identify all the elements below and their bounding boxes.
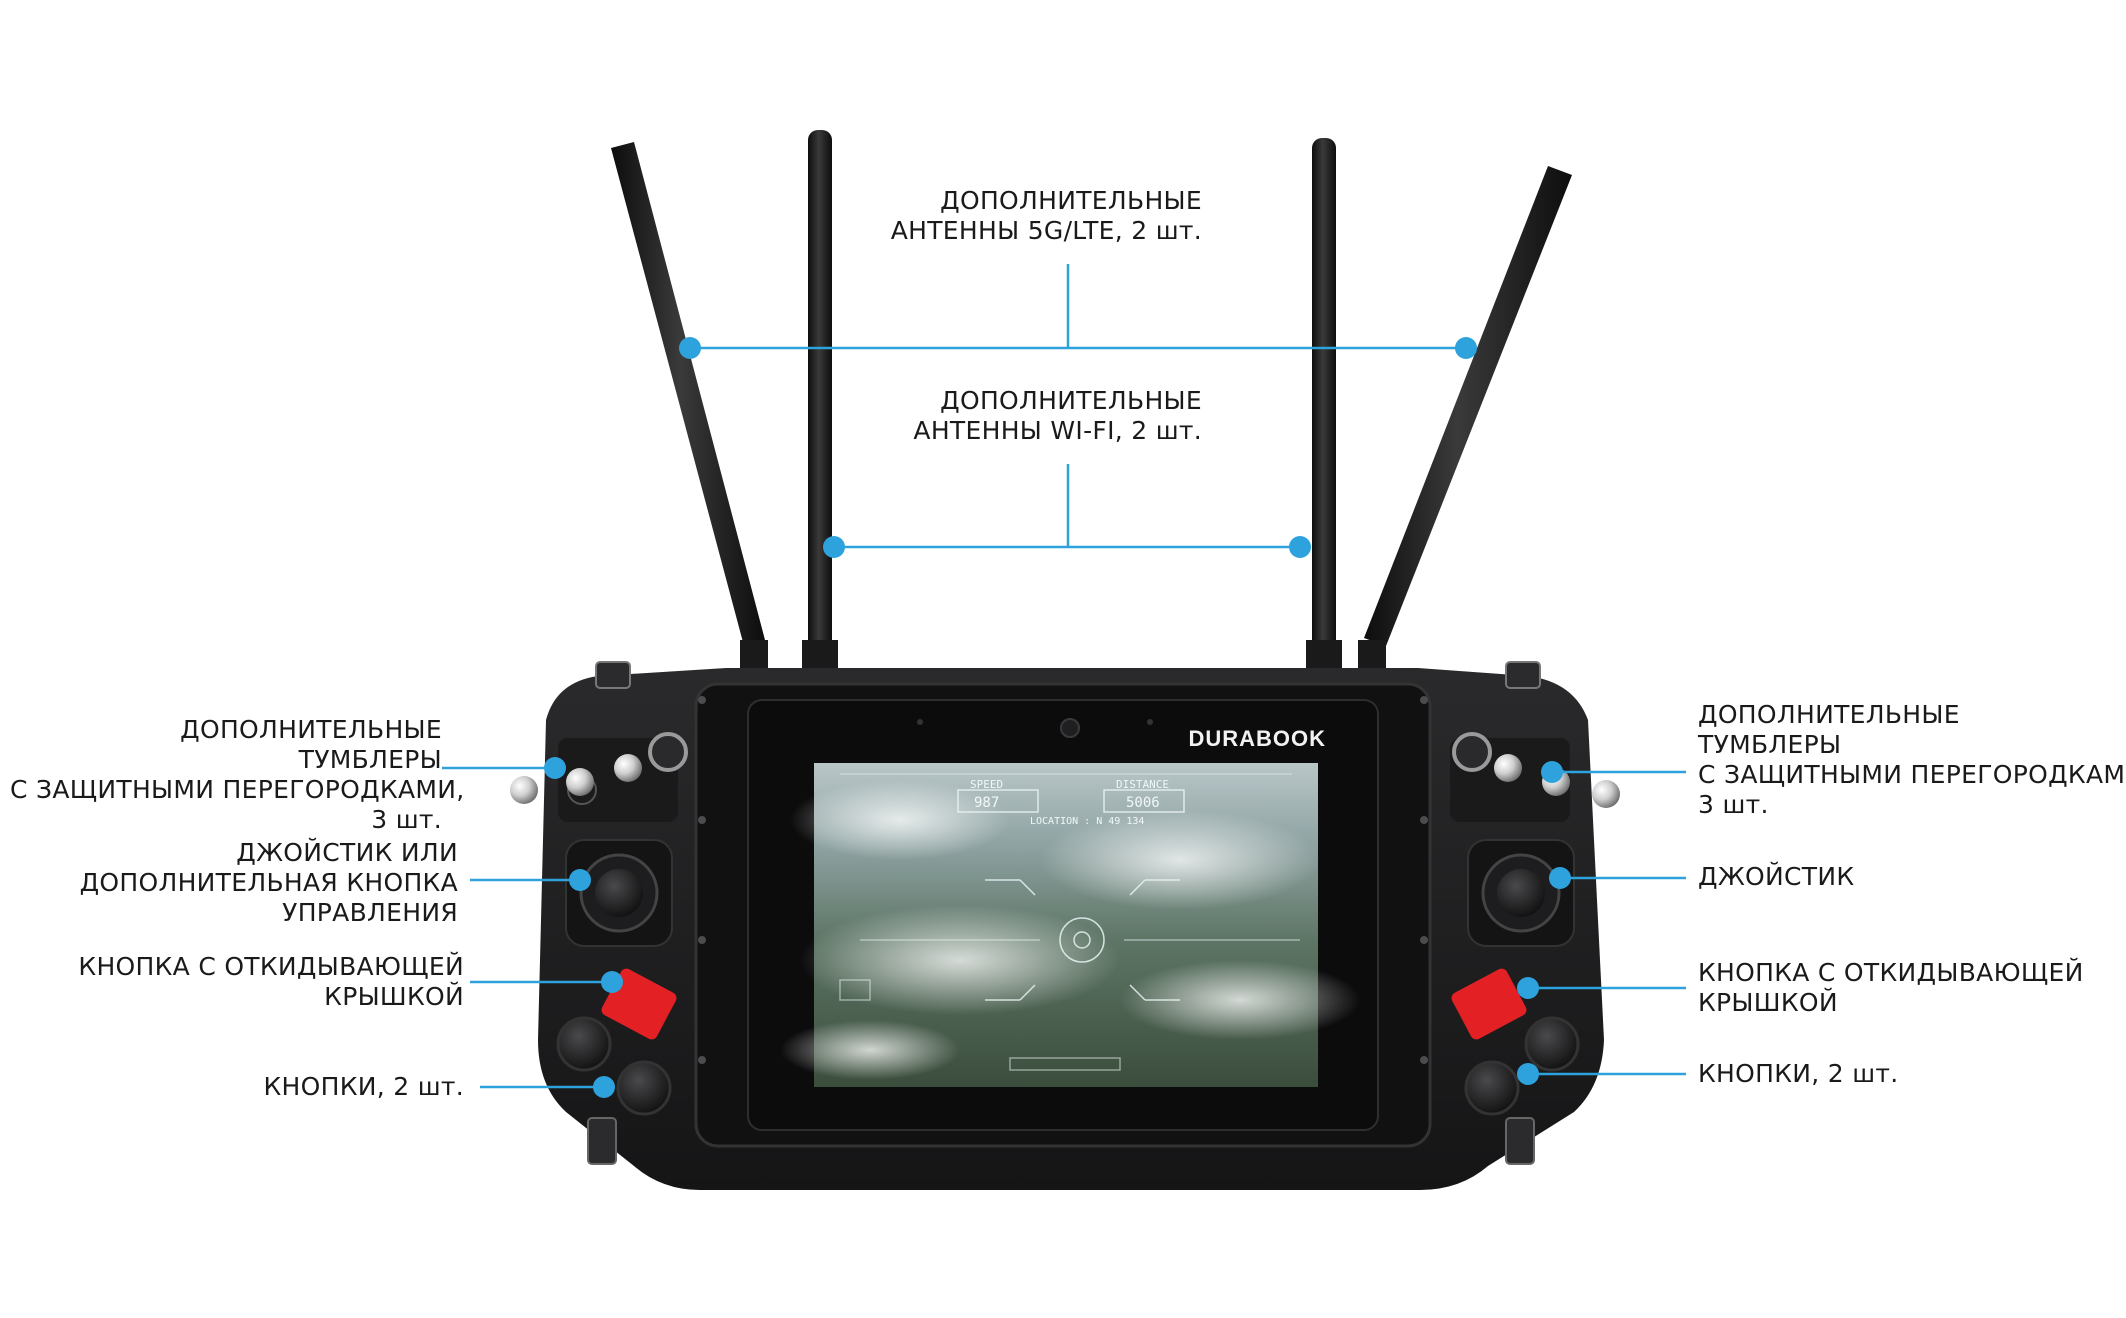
dot-right-joystick xyxy=(1549,867,1571,889)
left-toggle-switches xyxy=(510,732,688,822)
dot-antenna-5g-left xyxy=(679,337,701,359)
hud-speed-value: 987 xyxy=(974,795,999,811)
label-left-joystick: ДЖОЙСТИК ИЛИ ДОПОЛНИТЕЛЬНАЯ КНОПКА УПРАВ… xyxy=(79,838,458,927)
antenna-5g-left xyxy=(611,142,768,670)
hud-speed-label: SPEED xyxy=(970,778,1003,791)
dot-antenna-wifi-right xyxy=(1289,536,1311,558)
right-flip-cover-button[interactable] xyxy=(1449,966,1528,1041)
hud-distance-value: 5006 xyxy=(1126,795,1160,811)
right-push-buttons[interactable] xyxy=(1464,1016,1580,1116)
antenna-wifi-left xyxy=(802,130,838,670)
left-push-buttons[interactable] xyxy=(556,1016,672,1116)
callout-lines xyxy=(442,264,1686,1089)
dot-right-flip-button xyxy=(1517,977,1539,999)
dot-antenna-wifi-left xyxy=(823,536,845,558)
brand-logo: DURABOOK xyxy=(1188,726,1326,751)
label-left-buttons: КНОПКИ, 2 шт. xyxy=(263,1072,464,1101)
label-antennas-wifi: ДОПОЛНИТЕЛЬНЫЕ АНТЕННЫ WI-FI, 2 шт. xyxy=(913,386,1202,445)
dot-left-joystick xyxy=(569,869,591,891)
label-right-flip-button: КНОПКА С ОТКИДЫВАЮЩЕЙ КРЫШКОЙ xyxy=(1698,958,2084,1017)
callout-dots xyxy=(544,337,1571,1098)
dot-left-flip-button xyxy=(601,971,623,993)
label-right-toggles: ДОПОЛНИТЕЛЬНЫЕ ТУМБЛЕРЫ С ЗАЩИТНЫМИ ПЕРЕ… xyxy=(1698,700,2126,819)
hud-distance-label: DISTANCE xyxy=(1116,778,1169,791)
hud-location: LOCATION : N 49 134 xyxy=(1030,816,1144,827)
antenna-wifi-right xyxy=(1306,138,1342,670)
label-right-joystick: ДЖОЙСТИК xyxy=(1698,862,1855,891)
right-joystick[interactable] xyxy=(1467,839,1575,947)
antenna-5g-right xyxy=(1358,166,1572,670)
left-joystick[interactable] xyxy=(565,839,673,947)
right-toggle-switches xyxy=(1450,732,1620,822)
display: DURABOOK SPEED 987 DISTANCE 5006 LOCATIO… xyxy=(747,699,1379,1131)
hud-overlay xyxy=(839,773,1300,1071)
dot-left-buttons xyxy=(593,1076,615,1098)
dot-right-toggles xyxy=(1541,761,1563,783)
label-right-buttons: КНОПКИ, 2 шт. xyxy=(1698,1059,1899,1088)
dot-left-toggles xyxy=(544,757,566,779)
label-left-toggles: ДОПОЛНИТЕЛЬНЫЕ ТУМБЛЕРЫ С ЗАЩИТНЫМИ ПЕРЕ… xyxy=(10,715,465,834)
label-left-flip-button: КНОПКА С ОТКИДЫВАЮЩЕЙ КРЫШКОЙ xyxy=(78,952,464,1011)
label-antennas-5g: ДОПОЛНИТЕЛЬНЫЕ АНТЕННЫ 5G/LTE, 2 шт. xyxy=(890,186,1202,245)
dot-antenna-5g-right xyxy=(1455,337,1477,359)
dot-right-buttons xyxy=(1517,1063,1539,1085)
